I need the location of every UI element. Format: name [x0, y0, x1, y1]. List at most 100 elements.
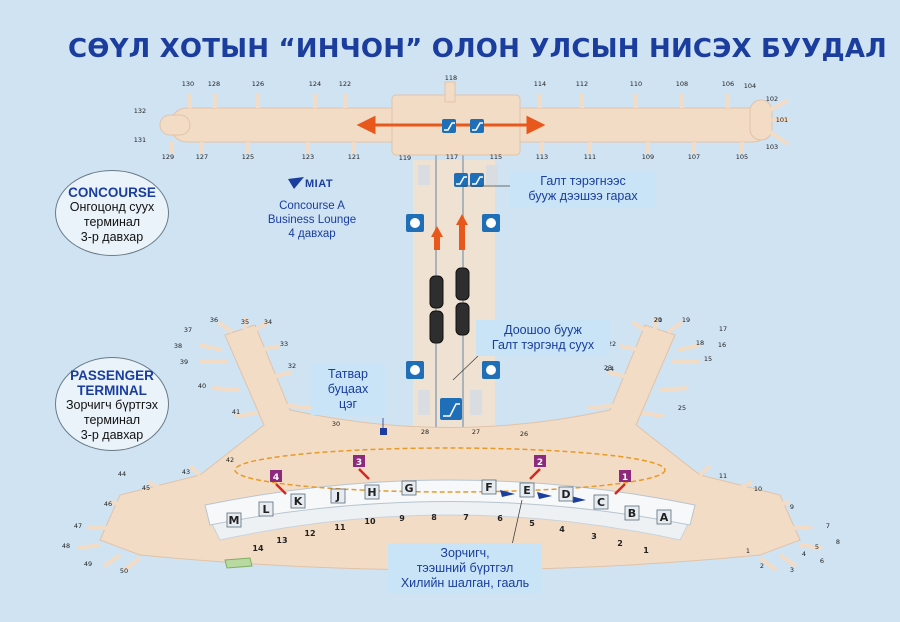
floor-marker-label-1: 1: [622, 473, 628, 483]
gate-label-112: 112: [576, 80, 588, 88]
tax-refund-marker: [380, 428, 387, 435]
checkin-row-2: 2: [617, 539, 623, 548]
counter-box-M: [226, 512, 242, 528]
checkin-row-4: 4: [559, 525, 565, 534]
gate-label-7: 7: [826, 522, 830, 530]
gate-label-39: 39: [180, 358, 188, 366]
checkin-callout: Зорчигч, тээшний бүртгэл Хилийн шалган, …: [388, 543, 542, 594]
passenger-line-3: 3-р давхар: [80, 428, 144, 442]
gate-label-3: 3: [790, 566, 794, 574]
gate-label-43: 43: [182, 468, 190, 476]
train-up-line-1: Галт тэрэгнээс: [540, 174, 626, 188]
counter-B: B: [628, 507, 636, 520]
terminal-piers: [77, 318, 823, 572]
counter-box-H: [364, 484, 380, 500]
checkin-row-6: 6: [497, 514, 503, 523]
gate-label-45: 45: [142, 484, 150, 492]
gate-label-22: 22: [608, 340, 616, 348]
counter-C: C: [597, 496, 605, 509]
gate-label-36: 36: [210, 316, 218, 324]
concourse-heading: CONCOURSE: [68, 185, 156, 200]
lounge-line-1: Concourse A: [279, 200, 345, 212]
passenger-heading-2: TERMINAL: [77, 383, 147, 398]
floor-marker-1: [619, 470, 631, 482]
gate-label-102: 102: [766, 95, 778, 103]
gate-label-19: 19: [682, 316, 690, 324]
gate-label-122: 122: [339, 80, 351, 88]
counter-M: M: [229, 514, 240, 527]
counter-box-K: [290, 493, 306, 509]
gate-label-4: 4: [802, 550, 806, 558]
floor-marker-arrow-2: [529, 468, 541, 480]
counter-box-C: [593, 494, 609, 510]
floor-marker-arrow-1: [614, 483, 626, 495]
concourse-building: [159, 81, 773, 156]
gate-label-17: 17: [719, 325, 727, 333]
gate-label-11: 11: [719, 472, 727, 480]
gate-label-49: 49: [84, 560, 92, 568]
gate-label-25: 25: [678, 404, 686, 412]
counter-D: D: [561, 488, 570, 501]
gate-label-16: 16: [718, 341, 726, 349]
floor-marker-3: [353, 455, 365, 467]
gate-label-33: 33: [280, 340, 288, 348]
passenger-terminal-info-box: PASSENGER TERMINAL Зорчигч бүртгэх терми…: [55, 357, 169, 451]
checkin-row-11: 11: [334, 523, 346, 532]
floor-marker-arrow-3: [358, 468, 370, 480]
checkin-row-12: 12: [304, 529, 315, 538]
gate-label-105: 105: [736, 153, 748, 161]
counter-L: L: [262, 503, 269, 516]
passenger-line-2: терминал: [83, 413, 141, 427]
miat-brand: MIAT: [305, 178, 334, 190]
gate-label-8: 8: [836, 538, 840, 546]
gate-label-35: 35: [241, 318, 249, 326]
page-title: СӨҮЛ ХОТЫН “ИНЧОН” ОЛОН УЛСЫН НИСЭХ БУУД…: [68, 34, 887, 64]
gate-label-28: 28: [421, 428, 429, 436]
gate-label-106: 106: [722, 80, 734, 88]
counter-box-A: [656, 509, 672, 525]
train-down-callout: Доошоо бууж Галт тэргэнд суух: [476, 320, 610, 356]
train-up-callout: Галт тэрэгнээс бууж дээшээ гарах: [510, 171, 656, 207]
miat-logo-icon: [288, 177, 304, 189]
gate-label-125: 125: [242, 153, 254, 161]
gate-label-121: 121: [348, 153, 360, 161]
counter-box-F: [481, 479, 497, 495]
checkin-row-8: 8: [431, 513, 437, 522]
counter-E: E: [523, 484, 531, 497]
tax-refund-line-1: Татвар: [328, 367, 368, 381]
concourse-info-box: CONCOURSE Онгоцонд суух терминал 3-р дав…: [55, 170, 169, 256]
gate-label-42: 42: [226, 456, 234, 464]
passenger-heading-1: PASSENGER: [70, 368, 154, 383]
floor-marker-label-2: 2: [537, 458, 543, 468]
gate-label-41: 41: [232, 408, 240, 416]
gate-label-127: 127: [196, 153, 208, 161]
gate-label-1: 1: [746, 547, 750, 555]
checkin-line-2: тээшний бүртгэл: [416, 561, 514, 575]
concourse-line-3: 3-р давхар: [80, 230, 144, 244]
corridor-rooms: [418, 165, 498, 415]
train-up-arrows: [431, 214, 468, 250]
gate-label-27: 27: [472, 428, 480, 436]
floor-marker-label-3: 3: [356, 458, 362, 468]
departure-zone-outline: [234, 447, 666, 493]
gate-label-128: 128: [208, 80, 220, 88]
checkin-row-1: 1: [643, 546, 649, 555]
counter-box-L: [258, 501, 274, 517]
checkin-row-9: 9: [399, 514, 405, 523]
counter-K: K: [294, 495, 303, 508]
counter-G: G: [404, 482, 413, 495]
lower-green-strip: [224, 557, 253, 569]
checkin-row-3: 3: [591, 532, 597, 541]
gate-label-126: 126: [252, 80, 264, 88]
gate-label-40: 40: [198, 382, 206, 390]
gate-label-46: 46: [104, 500, 112, 508]
gate-label-6: 6: [820, 557, 824, 565]
gate-label-107: 107: [688, 153, 700, 161]
gate-label-24: 24: [606, 365, 614, 373]
gate-label-30: 30: [332, 420, 340, 428]
gate-label-50: 50: [120, 567, 128, 575]
gate-label-115: 115: [490, 153, 502, 161]
floor-marker-arrow-4: [275, 483, 287, 495]
concourse-line-1: Онгоцонд суух: [69, 200, 155, 214]
gate-label-104: 104: [744, 82, 756, 90]
